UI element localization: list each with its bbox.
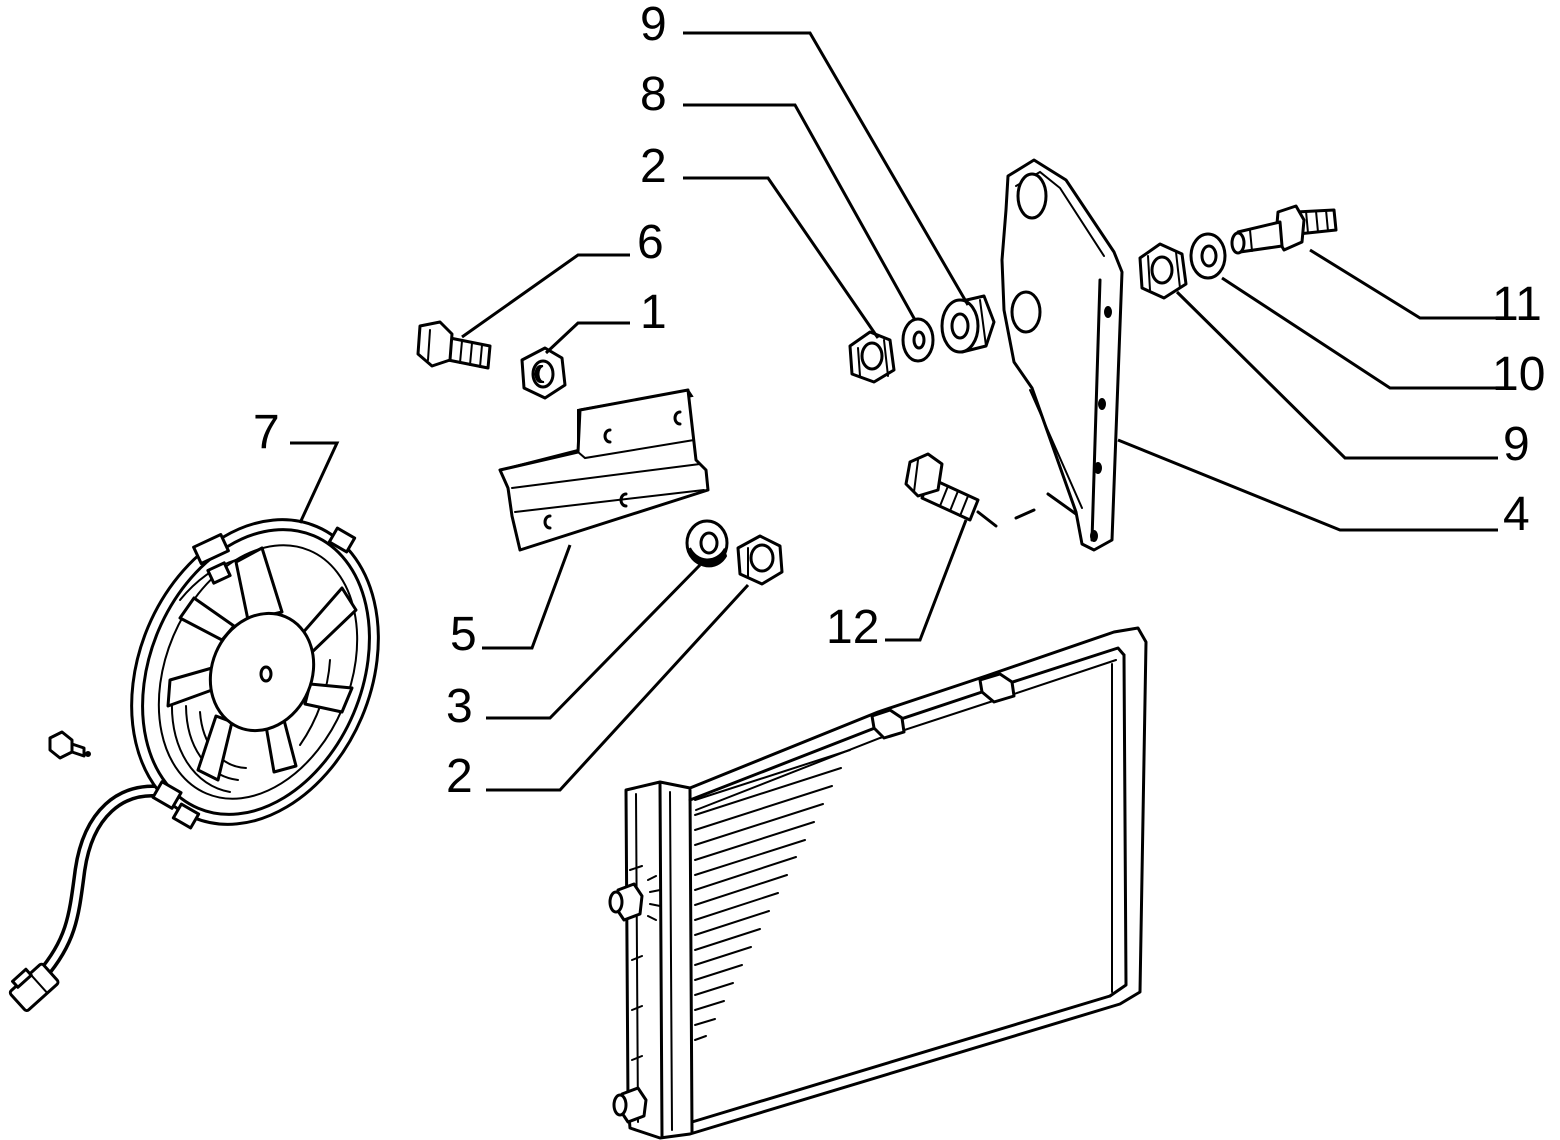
radiator-left-tank (658, 782, 664, 1138)
fan-blade (196, 714, 234, 782)
bracket-hole (673, 410, 682, 426)
nut-2-lower (736, 534, 784, 586)
bracket-hole (543, 514, 552, 530)
radiator-upper-fitting (608, 875, 661, 922)
callout-label: 8 (640, 68, 667, 121)
bracket-4-mid-hole (1010, 290, 1042, 334)
radiator-rail-notch (978, 672, 1016, 704)
callout-label: 1 (640, 286, 667, 339)
cooling-fan-assembly (8, 518, 380, 1013)
bracket-plate-5 (498, 388, 710, 552)
radiator (608, 626, 1148, 1140)
leader-line-9-right (1175, 290, 1498, 460)
bolt-12 (904, 452, 980, 522)
bolt-12-head (904, 452, 944, 498)
washer-3 (685, 519, 729, 568)
callout-label: 12 (826, 601, 879, 654)
bushing-9-upper (940, 294, 996, 354)
leader-line-9-top (683, 31, 970, 306)
leader-line-2-top (683, 176, 880, 339)
bracket-hole (619, 492, 628, 508)
bolt-head (416, 320, 454, 368)
bracket-4-arm-edge (1090, 278, 1102, 542)
callout-labels: 9 8 2 6 1 7 5 3 2 12 11 10 9 4 (253, 0, 1545, 803)
bracket-4-top-hole (1016, 172, 1048, 220)
fan-wire-fill (39, 788, 168, 978)
fan-clip (48, 730, 91, 760)
leader-line-12 (885, 519, 968, 642)
connector-latch (11, 967, 33, 989)
fan-connector (8, 962, 60, 1013)
bracket-plate-body (498, 388, 710, 552)
nut-9-right (1138, 242, 1188, 300)
washer-8 (901, 317, 935, 363)
bolt-6 (416, 320, 492, 370)
radiator-bottom-rail (690, 994, 1112, 1124)
radiator-right-rail (1108, 653, 1128, 998)
callout-label: 10 (1492, 348, 1545, 401)
radiator-lower-fitting (612, 1086, 648, 1124)
stud-11 (1230, 204, 1338, 255)
leader-line-7 (290, 441, 340, 524)
nut-1 (520, 346, 567, 400)
fan-grille (170, 559, 331, 793)
leader-line-6 (461, 253, 630, 339)
bracket-hole (603, 428, 612, 444)
fan-shroud-rim (141, 528, 371, 816)
bracket-4-arm-hole (1098, 398, 1106, 410)
callout-label: 4 (1503, 488, 1530, 541)
washer-10 (1189, 232, 1227, 280)
leader-line-8 (683, 103, 917, 321)
bracket-4-arm-hole (1104, 306, 1112, 318)
fan-mounting-tab-top (192, 533, 232, 585)
connector-seam (28, 972, 49, 995)
callout-label: 3 (446, 680, 473, 733)
leader-line-4 (1117, 438, 1498, 532)
leader-lines (290, 31, 1498, 792)
leader-line-10 (1221, 276, 1498, 390)
callout-label: 5 (450, 608, 477, 661)
mounting-bracket-4 (1000, 158, 1124, 552)
fan-mounting-tab-right (327, 526, 357, 554)
bracket-4-arm-hole (1090, 530, 1098, 542)
fan-blades (166, 546, 358, 782)
radiator-fins (694, 749, 851, 1041)
fan-mounting-tab-bottom (151, 780, 201, 830)
callout-label: 9 (640, 0, 667, 51)
leader-line-11 (1309, 248, 1498, 320)
assembly-path-dashed (976, 492, 1078, 528)
fan-hub-center (259, 665, 273, 683)
callout-label: 7 (253, 406, 280, 459)
bracket-4-arm-hole (1094, 462, 1102, 474)
leader-line-1 (544, 321, 630, 355)
callout-label: 11 (1492, 278, 1542, 331)
radiator-frame-outer (624, 626, 1148, 1140)
leader-line-5 (482, 544, 572, 650)
callout-label: 9 (1503, 418, 1530, 471)
callout-label: 2 (640, 140, 667, 193)
bracket-4-body (1000, 158, 1124, 552)
leader-line-2-bottom (486, 583, 750, 792)
callout-label: 2 (446, 750, 473, 803)
radiator-rail-notch (870, 708, 906, 740)
callout-label: 6 (637, 216, 664, 269)
leader-line-3 (486, 563, 702, 720)
nut-2-upper (848, 330, 896, 384)
